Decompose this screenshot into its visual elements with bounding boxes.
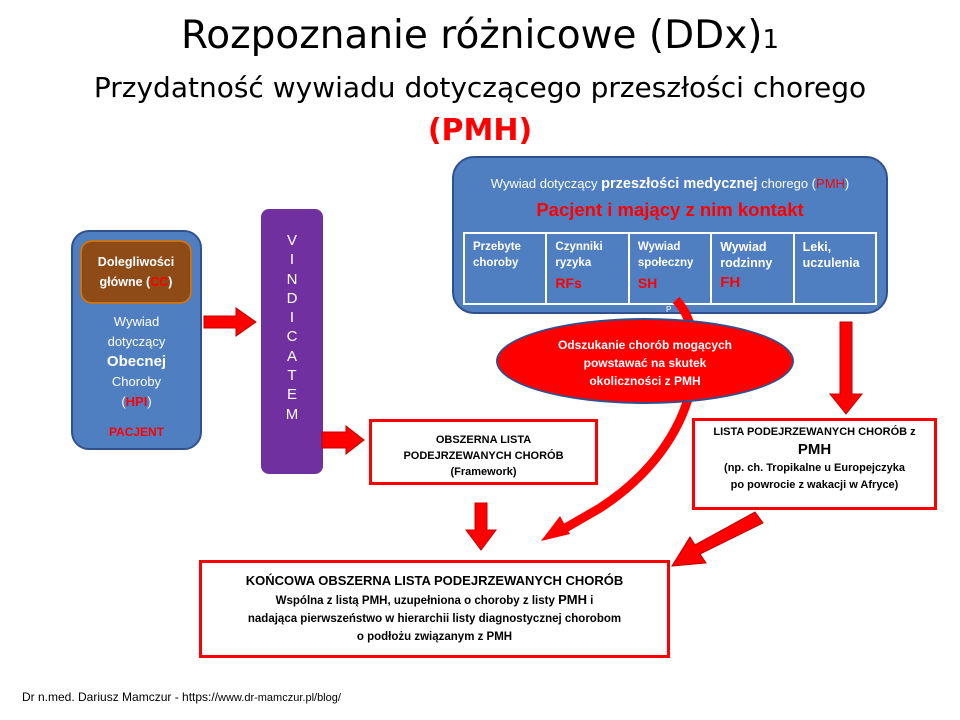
pmh-cell-label: Czynniki ryzyka	[555, 241, 603, 269]
pmh-head-abbr: PMH	[816, 176, 845, 191]
pmh-box-header: Wywiad dotyczący przeszłości medycznej c…	[454, 176, 886, 192]
cc-line1: Dolegliwości	[97, 255, 175, 269]
framework-line2: PODEJRZEWANYCH CHORÓB	[403, 450, 564, 462]
pmh-head-close: )	[844, 176, 850, 191]
pmh-list-box: LISTA PODEJRZEWANYCH CHORÓB z PMH (np. c…	[692, 418, 937, 510]
hpi-abbr-close: )	[147, 394, 152, 409]
vindicatem-letter: C	[286, 328, 298, 346]
pmh-head-pre: Wywiad dotyczący	[490, 176, 602, 191]
pmh-cell-medications: Leki, uczulenia	[795, 234, 875, 303]
page-subtitle: Przydatność wywiadu dotyczącego przeszło…	[93, 71, 867, 104]
final-line1-big: PMH	[558, 592, 587, 607]
pmh-heading: (PMH)	[427, 113, 533, 148]
final-list-line3: o podłożu związanym z PMH	[356, 631, 513, 643]
pmh-box: Wywiad dotyczący przeszłości medycznej c…	[452, 156, 888, 314]
pmh-list-line3: (np. ch. Tropikalne u Europejczyka	[724, 462, 905, 474]
framework-list-box: OBSZERNA LISTA PODEJRZEWANYCH CHORÓB (Fr…	[369, 419, 598, 485]
arrow-right-icon	[321, 424, 365, 456]
arrow-right-icon	[203, 307, 257, 337]
hpi-line2: dotyczący	[107, 334, 166, 349]
framework-line3: (Framework)	[450, 466, 517, 478]
final-list-title: KOŃCOWA OBSZERNA LISTA PODEJRZEWANYCH CH…	[245, 573, 624, 588]
pmh-cell-abbr: FH	[720, 274, 741, 291]
hpi-text: Wywiad dotyczący Obecnej Choroby (HPI)	[73, 312, 200, 412]
ellipse-line3: okoliczności z PMH	[589, 374, 701, 388]
vindicatem-letter: V	[286, 232, 297, 249]
pmh-cell-label: Leki, uczulenia	[802, 240, 860, 270]
final-list-box: KOŃCOWA OBSZERNA LISTA PODEJRZEWANYCH CH…	[199, 560, 670, 658]
vindicatem-letter: I	[289, 251, 295, 269]
final-list-line2: nadająca pierwszeństwo w hierarchii list…	[247, 613, 622, 625]
pmh-cell-label: Wywiad społeczny	[637, 241, 694, 269]
vindicatem-letter: N	[286, 270, 298, 288]
title-index: 1	[762, 25, 780, 55]
vindicatem-letter: D	[286, 289, 298, 307]
patient-label: PACJENT	[108, 425, 165, 439]
vindicatem-letter: M	[285, 405, 299, 423]
vindicatem-letter: T	[287, 367, 297, 385]
final-line1-pre: Wspólna z listą PMH, uzupełniona o choro…	[275, 595, 559, 607]
curved-arrow-head-icon	[541, 516, 570, 541]
page-title: Rozpoznanie różnicowe (DDx)1	[0, 12, 960, 64]
pmh-cell-abbr: SH	[637, 275, 658, 291]
cc-close: )	[168, 275, 173, 289]
pmh-list-line4: po powrocie z wakacji w Afryce)	[730, 479, 899, 491]
ellipse-line2: powstawać na skutek	[583, 356, 707, 370]
chief-complaint-box: Dolegliwości główne (CC)	[80, 240, 192, 304]
pmh-cell-abbr: RFs	[555, 275, 582, 291]
footer-url[interactable]: www.dr-mamczur.pl/blog/	[218, 692, 341, 704]
pmh-cell-label: Przebyte choroby	[473, 241, 521, 269]
cc-line2: główne (	[99, 275, 151, 289]
title-main: Rozpoznanie różnicowe (DDx)	[180, 13, 763, 58]
pmh-tiny-mark: P	[666, 305, 672, 314]
pmh-box-subtitle: Pacjent i mający z nim kontakt	[536, 199, 804, 220]
vindicatem-letter: E	[286, 386, 297, 404]
cc-abbr: CC	[150, 275, 169, 289]
hpi-abbr: HPI	[125, 394, 148, 409]
vindicatem-letter: A	[286, 347, 297, 365]
pmh-list-line2: PMH	[797, 441, 832, 458]
pmh-head-bold: przeszłości medycznej	[601, 176, 758, 192]
pmh-head-post: chorego (	[757, 176, 817, 191]
footer-author: Dr n.med. Dariusz Mamczur - https://	[22, 690, 219, 704]
pmh-list-line1: LISTA PODEJRZEWANYCH CHORÓB z	[713, 426, 916, 438]
pmh-cell-past-diseases: Przebyte choroby	[465, 234, 548, 303]
hpi-abbr-open: (	[121, 394, 126, 409]
hpi-line3: Obecnej	[106, 353, 167, 370]
arrow-down-icon	[828, 321, 864, 415]
pmh-cell-label: Wywiad rodzinny	[720, 240, 773, 270]
search-diseases-ellipse: Odszukanie chorób mogących powstawać na …	[496, 318, 794, 404]
vindicatem-box: V I N D I C A T E M	[261, 209, 323, 474]
hpi-line4: Choroby	[111, 374, 162, 389]
final-line1-post: i	[586, 595, 594, 607]
vindicatem-letter: I	[289, 309, 295, 327]
final-list-line1: Wspólna z listą PMH, uzupełniona o choro…	[202, 591, 667, 610]
ellipse-line1: Odszukanie chorób mogących	[557, 338, 733, 352]
arrow-diagonal-icon	[671, 511, 764, 567]
framework-line1: OBSZERNA LISTA	[435, 434, 532, 446]
hpi-line1: Wywiad	[113, 314, 160, 329]
arrow-down-icon	[465, 502, 497, 551]
hpi-box: Dolegliwości główne (CC) Wywiad dotycząc…	[71, 230, 202, 450]
footer: Dr n.med. Dariusz Mamczur - https://www.…	[22, 690, 341, 704]
